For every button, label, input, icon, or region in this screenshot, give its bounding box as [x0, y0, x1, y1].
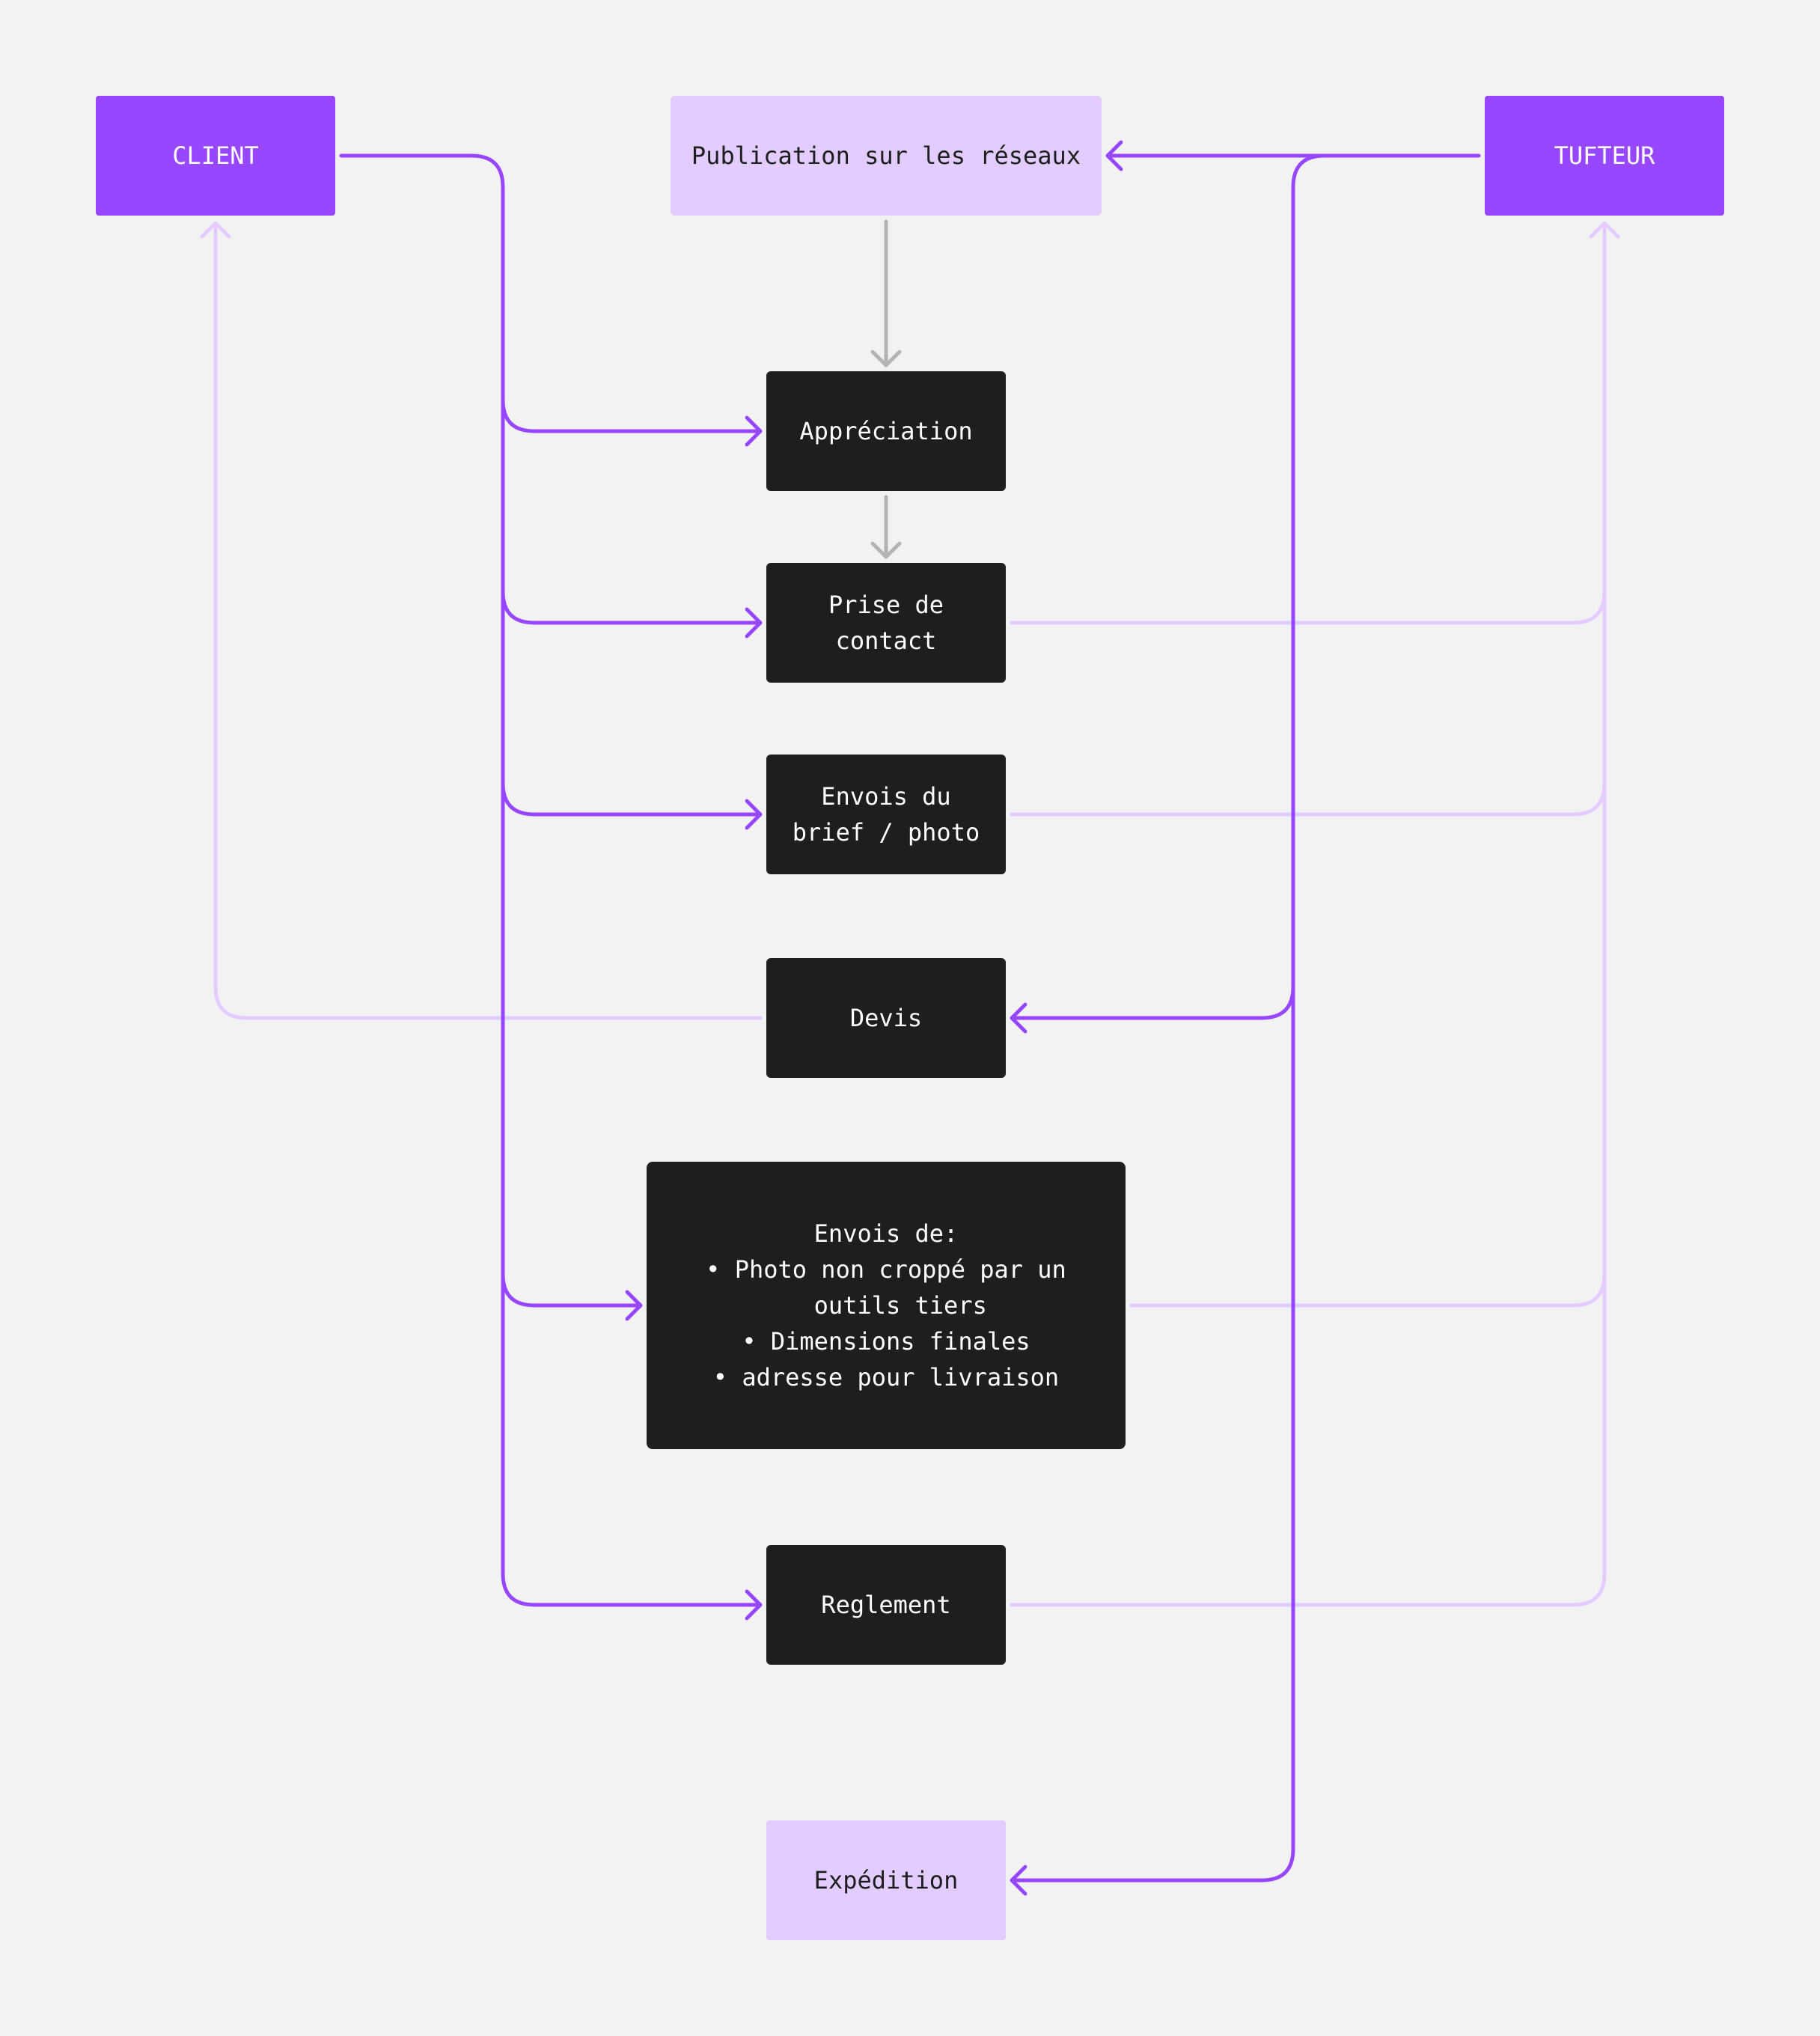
prise-contact-to-tufteur-line	[1010, 589, 1607, 625]
envois-brief-to-tufteur-line	[1010, 781, 1607, 817]
reglement-to-tufteur-arrowhead	[1589, 221, 1620, 239]
tufteur-to-devis-line	[1010, 984, 1295, 1020]
appreciation-label: Appréciation	[799, 417, 973, 445]
tufteur-to-publication-arrowhead	[1105, 140, 1123, 171]
tufteur-to-expedition-arrowhead	[1010, 1865, 1027, 1896]
appreciation-to-prise-contact-arrowhead	[870, 541, 902, 559]
client-to-appreciation-line	[501, 397, 763, 433]
envois-brief-line-2: brief / photo	[792, 818, 980, 847]
client-to-reglement-arrowhead	[745, 1589, 763, 1621]
expedition-node[interactable]: Expédition	[766, 1820, 1006, 1940]
expedition-label: Expédition	[813, 1866, 959, 1895]
publication-node[interactable]: Publication sur les réseaux	[671, 96, 1102, 216]
devis-to-client-arrowhead	[200, 221, 231, 239]
client-to-prise-contact-arrowhead	[745, 607, 763, 638]
publication-label: Publication sur les réseaux	[691, 141, 1081, 170]
reglement-label: Reglement	[821, 1591, 951, 1619]
client-to-envois-de-line	[501, 1272, 643, 1308]
tufteur-node[interactable]: TUFTEUR	[1485, 96, 1724, 216]
client-to-envois-de-arrowhead	[625, 1290, 643, 1321]
devis-label: Devis	[849, 1004, 923, 1032]
client-trunk-line	[339, 153, 763, 1607]
tufteur-label: TUFTEUR	[1554, 141, 1655, 170]
envois-de-line-2: • Photo non croppé par un	[706, 1255, 1066, 1284]
client-to-appreciation-arrowhead	[745, 415, 763, 447]
client-node[interactable]: CLIENT	[96, 96, 335, 216]
devis-to-client-line	[213, 222, 763, 1020]
envois-de-line-1: Envois de:	[813, 1219, 959, 1248]
envois-de-line-3: outils tiers	[785, 1291, 987, 1320]
envois-brief-node[interactable]: Envois du brief / photo	[766, 755, 1006, 874]
prise-de-contact-line-1: Prise de	[828, 591, 944, 619]
client-label: CLIENT	[172, 141, 259, 170]
client-to-envois-brief-line	[501, 781, 763, 817]
client-to-prise-contact-line	[501, 589, 763, 625]
envois-brief-line-1: Envois du	[821, 782, 951, 811]
tufteur-trunk-line	[1010, 153, 1327, 1883]
envois-de-to-tufteur-line	[1129, 1272, 1607, 1308]
prise-de-contact-line-2: contact	[835, 627, 937, 655]
appreciation-node[interactable]: Appréciation	[766, 371, 1006, 491]
envois-de-node[interactable]: Envois de: • Photo non croppé par un out…	[647, 1162, 1126, 1449]
reglement-to-tufteur-line	[1010, 222, 1607, 1607]
devis-node[interactable]: Devis	[766, 958, 1006, 1078]
reglement-node[interactable]: Reglement	[766, 1545, 1006, 1665]
prise-de-contact-node[interactable]: Prise de contact	[766, 563, 1006, 683]
publication-to-appreciation-arrowhead	[870, 350, 902, 368]
client-to-envois-brief-arrowhead	[745, 799, 763, 830]
envois-de-line-4: • Dimensions finales	[742, 1327, 1030, 1356]
envois-de-line-5: • adresse pour livraison	[712, 1363, 1060, 1392]
tufteur-to-devis-arrowhead	[1010, 1002, 1027, 1034]
